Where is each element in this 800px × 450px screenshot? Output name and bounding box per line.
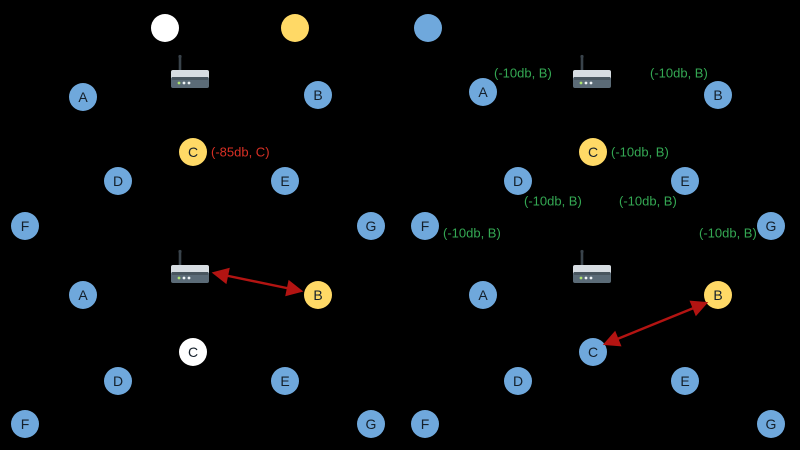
legend-blue-circle: [414, 14, 442, 42]
arrow-bottom-left-router-to-B: [211, 267, 304, 297]
node-top-right-F: F: [411, 212, 439, 240]
node-top-left-E: E: [271, 167, 299, 195]
annotation-top-right-G: (-10db, B): [699, 225, 757, 241]
wifi-router-icon: [573, 249, 611, 283]
node-top-right-B: B: [704, 81, 732, 109]
node-bottom-right-A: A: [469, 281, 497, 309]
node-top-right-D: D: [504, 167, 532, 195]
node-bottom-left-C: C: [179, 338, 207, 366]
legend-yellow-circle: [281, 14, 309, 42]
node-top-right-C: C: [579, 138, 607, 166]
node-bottom-left-F: F: [11, 410, 39, 438]
node-top-right-A: A: [469, 78, 497, 106]
annotation-top-right-B: (-10db, B): [650, 65, 708, 81]
node-bottom-left-A: A: [69, 281, 97, 309]
node-bottom-right-B: B: [704, 281, 732, 309]
node-bottom-right-G: G: [757, 410, 785, 438]
wifi-router-icon: [171, 54, 209, 88]
node-bottom-left-D: D: [104, 367, 132, 395]
node-top-left-B: B: [304, 81, 332, 109]
node-top-left-A: A: [69, 83, 97, 111]
annotation-top-right-E: (-10db, B): [619, 193, 677, 209]
router-bottom-right: [569, 248, 615, 288]
node-top-left-C: C: [179, 138, 207, 166]
wifi-router-icon: [573, 54, 611, 88]
node-top-left-D: D: [104, 167, 132, 195]
annotation-top-right-F: (-10db, B): [443, 225, 501, 241]
node-top-right-G: G: [757, 212, 785, 240]
node-bottom-right-D: D: [504, 367, 532, 395]
node-bottom-left-G: G: [357, 410, 385, 438]
arrow-bottom-right-C-to-B: [602, 300, 709, 347]
router-bottom-left: [167, 248, 213, 288]
wifi-router-icon: [171, 249, 209, 283]
router-top-right: [569, 53, 615, 93]
annotation-top-right-C: (-10db, B): [611, 144, 669, 160]
annotation-top-left-C: (-85db, C): [211, 144, 270, 160]
router-top-left: [167, 53, 213, 93]
node-top-left-F: F: [11, 212, 39, 240]
node-bottom-left-B: B: [304, 281, 332, 309]
node-bottom-right-C: C: [579, 338, 607, 366]
node-top-left-G: G: [357, 212, 385, 240]
node-bottom-right-E: E: [671, 367, 699, 395]
annotation-top-right-A: (-10db, B): [494, 65, 552, 81]
node-top-right-E: E: [671, 167, 699, 195]
legend-white-circle: [151, 14, 179, 42]
node-bottom-right-F: F: [411, 410, 439, 438]
node-bottom-left-E: E: [271, 367, 299, 395]
annotation-top-right-D: (-10db, B): [524, 193, 582, 209]
